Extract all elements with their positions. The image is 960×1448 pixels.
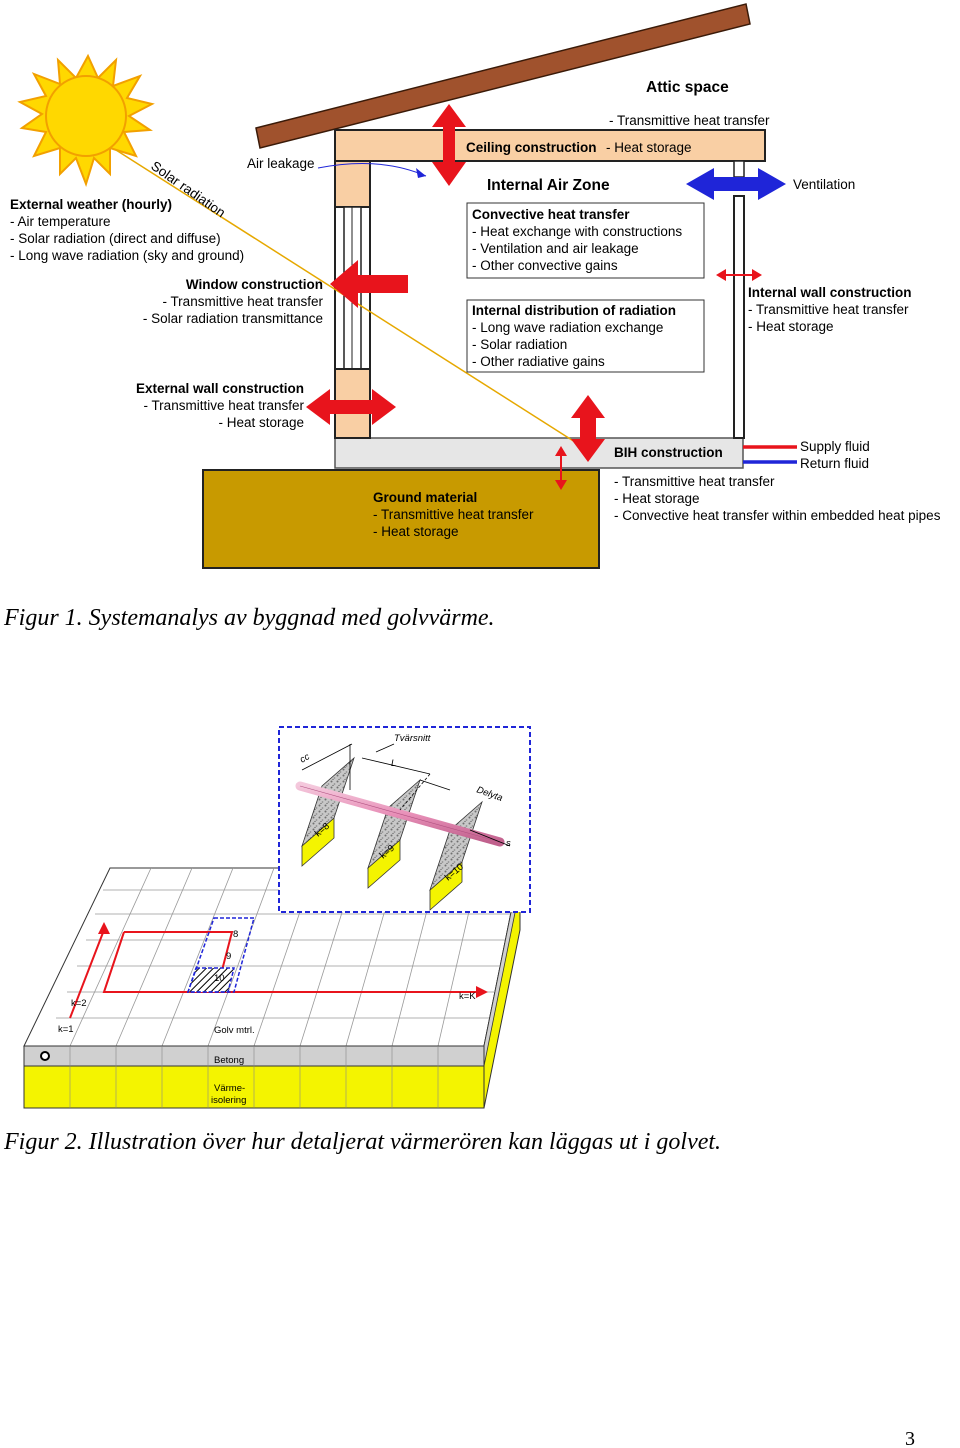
inset-elements — [295, 743, 511, 911]
tvarsnitt-label: Tvärsnitt — [394, 733, 431, 744]
window-heat-arrow — [330, 260, 408, 308]
radiation-box — [466, 299, 705, 373]
cell-8-label: 8 — [233, 929, 238, 940]
floor-slab — [334, 437, 744, 469]
external-wall-title: External wall construction — [136, 381, 304, 396]
betong-label: Betong — [214, 1055, 244, 1066]
convective-item: - Heat exchange with constructions — [472, 224, 682, 239]
ground-heat-arrow — [555, 446, 567, 490]
radiation-item: - Other radiative gains — [472, 354, 605, 369]
window-item: - Solar radiation transmittance — [143, 311, 323, 326]
figure-1-caption: Figur 1. Systemanalys av byggnad med gol… — [3, 605, 495, 631]
convective-title: Convective heat transfer — [472, 207, 630, 222]
convective-text: Convective heat transfer - Heat exchange… — [472, 207, 682, 273]
convective-box — [466, 202, 705, 279]
ground-item: - Heat storage — [373, 524, 459, 539]
air-leakage-arrow — [317, 163, 427, 177]
arrowhead — [416, 168, 426, 178]
roof — [255, 3, 751, 149]
internal-wall-heat-arrow — [716, 269, 762, 281]
varme-label-2: isolering — [211, 1095, 246, 1106]
bih-item: - Transmittive heat transfer — [614, 474, 775, 489]
attic-transfer-label: - Transmittive heat transfer — [609, 113, 770, 128]
sun-icon — [17, 53, 155, 188]
kK-label: k=K — [459, 991, 476, 1002]
ventilation-label: Ventilation — [793, 177, 855, 192]
external-wall-item: - Transmittive heat transfer — [143, 398, 304, 413]
window-text: Window construction - Transmittive heat … — [143, 277, 324, 326]
pipe-section-icon — [40, 1051, 50, 1061]
arrowhead — [98, 922, 110, 934]
figure-1: Attic space - Transmittive heat transfer… — [3, 3, 941, 631]
external-wall-upper — [334, 160, 371, 208]
s-label: s — [506, 838, 511, 849]
attic-space-label: Attic space — [646, 79, 729, 96]
front-face-grid — [69, 1046, 439, 1108]
golv-label: Golv mtrl. — [214, 1025, 255, 1036]
highlighted-cells-outline — [186, 917, 255, 993]
bih-text: BIH construction - Transmittive heat tra… — [614, 445, 941, 523]
figure-2: Tvärsnitt cc L Delyta s k=8 k=9 k=10 8 9… — [3, 726, 721, 1155]
external-wall-text: External wall construction - Transmittiv… — [136, 381, 305, 430]
cell-10-label: 10 — [214, 973, 225, 984]
convective-item: - Other convective gains — [472, 258, 618, 273]
ceiling — [334, 129, 766, 162]
window-item: - Transmittive heat transfer — [162, 294, 323, 309]
floor-heat-arrow — [571, 395, 605, 462]
ground-item: - Transmittive heat transfer — [373, 507, 534, 522]
ceiling-storage-label: - Heat storage — [606, 140, 692, 155]
external-weather-title: External weather (hourly) — [10, 197, 172, 212]
internal-wall-item: - Transmittive heat transfer — [748, 302, 909, 317]
ground-title: Ground material — [373, 490, 477, 505]
internal-air-zone-label: Internal Air Zone — [487, 177, 610, 194]
k2-label: k=2 — [71, 998, 87, 1009]
bih-title: BIH construction — [614, 445, 723, 460]
return-fluid-label: Return fluid — [800, 456, 869, 471]
page-number: 3 — [905, 1428, 915, 1448]
ventilation-arrow — [686, 168, 786, 200]
internal-wall-title: Internal wall construction — [748, 285, 912, 300]
bih-item: - Heat storage — [614, 491, 700, 506]
external-weather-text: External weather (hourly) - Air temperat… — [10, 197, 244, 263]
bih-item: - Convective heat transfer within embedd… — [614, 508, 941, 523]
ventilation-duct — [733, 160, 745, 178]
window-title: Window construction — [186, 277, 323, 292]
arrowhead — [476, 986, 488, 998]
air-leakage-label: Air leakage — [247, 156, 315, 171]
cell-9-label: 9 — [226, 951, 231, 962]
length-label: L — [391, 758, 396, 769]
ground-text: Ground material - Transmittive heat tran… — [373, 490, 534, 539]
external-weather-item: - Solar radiation (direct and diffuse) — [10, 231, 221, 246]
highlighted-cell-10 — [186, 967, 235, 993]
external-wall-heat-arrow — [306, 389, 396, 425]
internal-wall — [733, 195, 745, 439]
radiation-title: Internal distribution of radiation — [472, 303, 676, 318]
radiation-text: Internal distribution of radiation - Lon… — [472, 303, 676, 369]
convective-item: - Ventilation and air leakage — [472, 241, 639, 256]
ceiling-heat-arrow — [432, 104, 466, 186]
internal-wall-text: Internal wall construction - Transmittiv… — [748, 285, 912, 334]
radiation-item: - Long wave radiation exchange — [472, 320, 663, 335]
k1-label: k=1 — [58, 1024, 74, 1035]
supply-fluid-label: Supply fluid — [800, 439, 870, 454]
external-wall-item: - Heat storage — [218, 415, 304, 430]
external-weather-item: - Air temperature — [10, 214, 111, 229]
radiation-item: - Solar radiation — [472, 337, 567, 352]
internal-wall-item: - Heat storage — [748, 319, 834, 334]
figure-2-caption: Figur 2. Illustration över hur detaljera… — [3, 1129, 721, 1155]
ceiling-label: Ceiling construction — [466, 140, 597, 155]
ground — [202, 469, 600, 569]
varme-label-1: Värme- — [214, 1083, 245, 1094]
external-weather-item: - Long wave radiation (sky and ground) — [10, 248, 244, 263]
